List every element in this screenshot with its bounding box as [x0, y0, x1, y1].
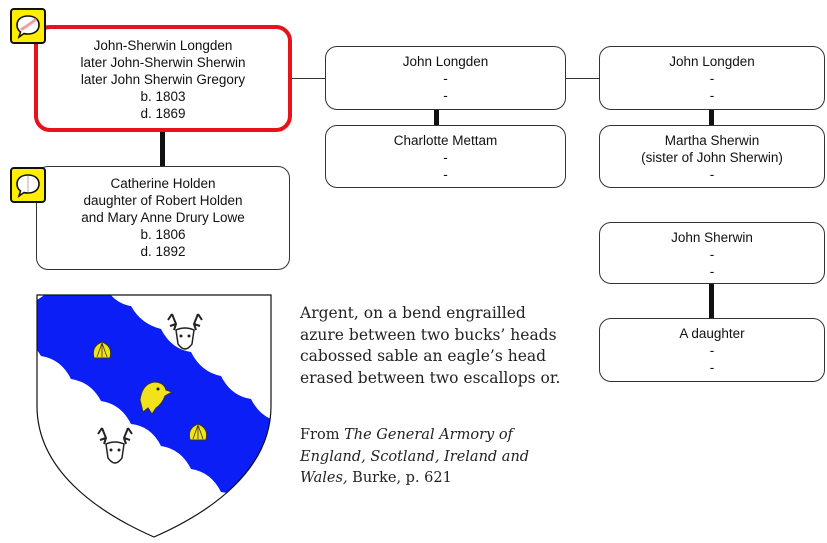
person-name: Martha Sherwin: [664, 133, 760, 148]
birth-year: b. 1806: [140, 227, 186, 242]
marriage-line-subject: [160, 130, 165, 167]
person-detail: daughter of Robert Holden: [83, 193, 243, 208]
person-name: A daughter: [679, 326, 745, 341]
death-year: -: [709, 88, 715, 103]
person-name: Charlotte Mettam: [393, 133, 498, 148]
person-name: John-Sherwin Longden: [93, 38, 233, 53]
death-year: -: [443, 88, 448, 103]
person-box-father[interactable]: John Longden - -: [325, 46, 566, 110]
birth-year: -: [709, 247, 715, 262]
death-year: -: [443, 167, 448, 182]
person-name: Catherine Holden: [110, 176, 216, 191]
birth-year: -: [443, 150, 448, 165]
eagle-head-icon: [139, 381, 174, 415]
escallop-icon: [92, 341, 112, 359]
source-suffix: Burke, p. 621: [347, 470, 452, 486]
person-detail: (sister of John Sherwin): [641, 150, 783, 165]
coat-of-arms-shield: [36, 294, 272, 543]
source-prefix: From: [300, 427, 345, 443]
birth-year: b. 1803: [140, 89, 186, 104]
death-year: -: [709, 360, 715, 375]
speech-bubble-icon[interactable]: [10, 8, 46, 44]
person-name: John Longden: [669, 54, 755, 69]
source-title: The General Armory of England, Scotland,…: [300, 427, 530, 486]
source-citation: From The General Armory of England, Scot…: [300, 425, 550, 490]
marriage-line-great-grandparents: [709, 283, 714, 319]
person-box-spouse[interactable]: Catherine Holden daughter of Robert Hold…: [36, 166, 290, 270]
buck-head-icon: [97, 427, 133, 464]
person-box-mother[interactable]: Charlotte Mettam - -: [325, 125, 566, 188]
death-year: d. 1892: [140, 244, 186, 259]
speech-bubble-icon[interactable]: [10, 167, 46, 203]
connector-subject-father: [291, 78, 326, 79]
person-name: John Longden: [402, 54, 489, 69]
person-box-great-grandfather[interactable]: John Sherwin - -: [599, 222, 825, 284]
death-year: -: [709, 264, 715, 279]
person-box-great-grandmother[interactable]: A daughter - -: [599, 318, 825, 382]
connector-father-grandfather: [566, 78, 599, 79]
person-name: John Sherwin: [671, 230, 753, 245]
birth-year: -: [709, 71, 715, 86]
person-detail: later John Sherwin Gregory: [80, 72, 246, 87]
birth-year: -: [709, 343, 715, 358]
person-box-subject[interactable]: John-Sherwin Longden later John-Sherwin …: [34, 25, 292, 132]
buck-head-icon: [167, 313, 203, 350]
blazon-text: Argent, on a bend engrailled azure betwe…: [300, 304, 561, 387]
birth-year: -: [443, 71, 448, 86]
death-year: -: [709, 167, 715, 182]
escallop-icon: [188, 423, 208, 441]
death-year: d. 1869: [140, 106, 186, 121]
person-detail: and Mary Anne Drury Lowe: [81, 210, 245, 225]
person-box-paternal-grandmother[interactable]: Martha Sherwin (sister of John Sherwin) …: [599, 125, 825, 188]
marriage-line-parents: [434, 109, 439, 126]
marriage-line-grandparents: [709, 109, 714, 126]
person-detail: later John-Sherwin Sherwin: [80, 55, 246, 70]
person-box-paternal-grandfather[interactable]: John Longden - -: [599, 46, 825, 110]
